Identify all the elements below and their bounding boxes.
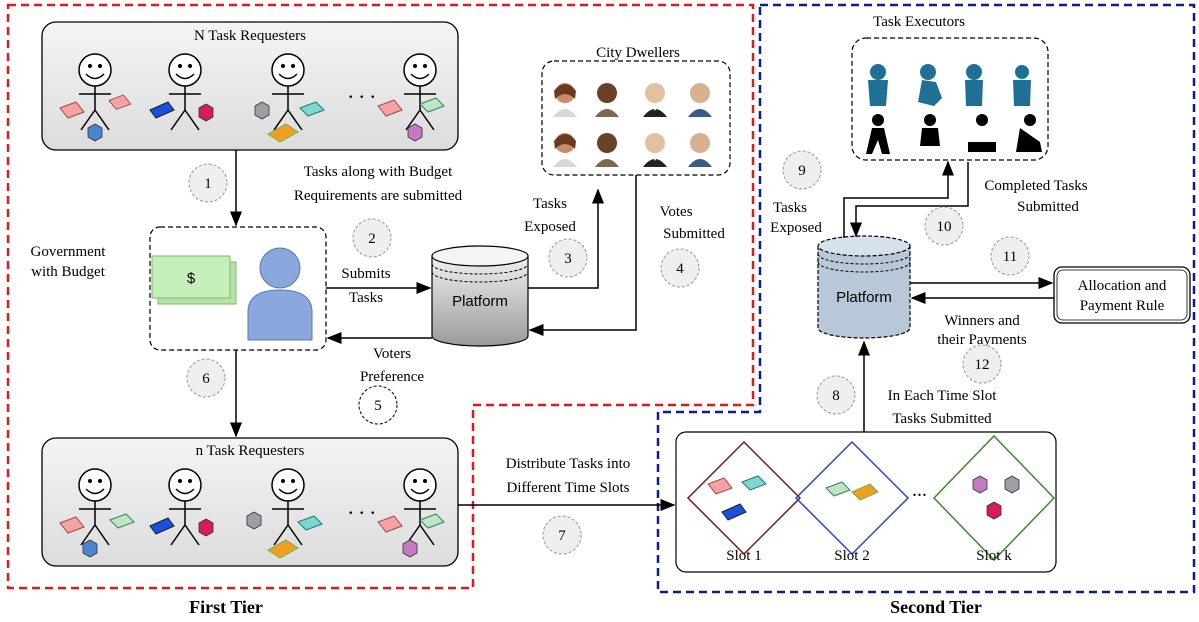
slot-1-label: Slot 1 bbox=[726, 548, 761, 564]
edge-label-1b: Requirements are submitted bbox=[294, 188, 463, 204]
edge-label-1a: Tasks along with Budget bbox=[304, 164, 453, 180]
slots-container bbox=[675, 431, 1057, 573]
edge-label-4a: Votes bbox=[659, 204, 692, 220]
citizen-icons bbox=[553, 83, 712, 167]
edge-label-8b: Tasks Submitted bbox=[892, 411, 992, 427]
slot-2-label: Slot 2 bbox=[834, 548, 869, 564]
edge-label-9b: Exposed bbox=[770, 220, 822, 236]
allocation-label-1: Allocation and bbox=[1078, 278, 1167, 294]
edge-label-10a: Completed Tasks bbox=[984, 178, 1087, 194]
step-4: 4 bbox=[676, 261, 684, 277]
money-icon: $ bbox=[151, 255, 237, 305]
government-label-1: Government bbox=[31, 244, 107, 260]
step-6: 6 bbox=[202, 371, 210, 387]
arrow-4 bbox=[528, 175, 637, 336]
edge-label-7a: Distribute Tasks into bbox=[506, 456, 631, 472]
step-3: 3 bbox=[564, 251, 572, 267]
platform-right-label: Platform bbox=[836, 289, 892, 306]
first-tier-border bbox=[6, 3, 755, 590]
n-requesters-bottom-label: n Task Requesters bbox=[196, 443, 305, 459]
task-executors-box bbox=[851, 37, 1049, 161]
executor-icons bbox=[868, 64, 1031, 106]
money-symbol: $ bbox=[187, 270, 196, 287]
edge-label-2a: Submits bbox=[341, 266, 390, 282]
slot-k-label: Slot k bbox=[976, 548, 1012, 564]
edge-label-3a: Tasks bbox=[533, 196, 567, 212]
n-requesters-top-box bbox=[41, 21, 459, 151]
edge-label-5a: Voters bbox=[373, 346, 411, 362]
government-person-icon bbox=[247, 247, 313, 341]
edges bbox=[230, 150, 1054, 511]
edge-label-8a: In Each Time Slot bbox=[888, 388, 998, 404]
allocation-inner-border bbox=[1056, 269, 1188, 321]
n-requesters-top-label: N Task Requesters bbox=[194, 28, 306, 44]
n-requesters-bottom-box bbox=[41, 437, 459, 567]
edge-label-2b: Tasks bbox=[349, 290, 383, 306]
step-2: 2 bbox=[368, 231, 376, 247]
step-9: 9 bbox=[798, 163, 806, 179]
arrow-3 bbox=[528, 188, 604, 289]
edge-label-10b: Submitted bbox=[1017, 199, 1079, 215]
allocation-label-2: Payment Rule bbox=[1080, 298, 1165, 314]
edge-label-12b: their Payments bbox=[937, 332, 1027, 348]
step-12: 12 bbox=[975, 357, 990, 373]
task-items bbox=[59, 94, 445, 143]
second-tier-border bbox=[656, 3, 1196, 594]
step-10: 10 bbox=[937, 219, 952, 235]
step-8: 8 bbox=[832, 388, 840, 404]
platform-left-node: Platform bbox=[431, 245, 529, 347]
slot-1-diamond bbox=[686, 440, 802, 556]
platform-left-label: Platform bbox=[452, 293, 508, 310]
second-tier-label: Second Tier bbox=[890, 597, 982, 617]
step-7: 7 bbox=[558, 528, 566, 544]
task-items bbox=[59, 511, 445, 559]
arrow-9 bbox=[843, 160, 954, 238]
edge-label-5b: Preference bbox=[360, 369, 424, 385]
top-ellipsis: . . . bbox=[348, 78, 376, 103]
step-markers: 1 2 3 4 5 6 7 8 9 10 11 12 bbox=[186, 150, 1030, 555]
first-tier-label: First Tier bbox=[189, 597, 263, 617]
slot-2-diamond bbox=[794, 440, 910, 556]
edge-label-3b: Exposed bbox=[524, 219, 576, 235]
slot-k-diamond bbox=[932, 434, 1056, 562]
arrow-10 bbox=[850, 162, 969, 238]
executor-icons bbox=[866, 114, 1042, 154]
step-1: 1 bbox=[204, 176, 212, 192]
edge-label-4b: Submitted bbox=[663, 226, 725, 242]
task-executors-label: Task Executors bbox=[873, 14, 965, 30]
city-dwellers-label: City Dwellers bbox=[596, 45, 680, 61]
city-dwellers-box bbox=[541, 60, 731, 176]
edge-label-12a: Winners and bbox=[944, 313, 1020, 329]
bottom-ellipsis: . . . bbox=[348, 494, 376, 519]
government-label-2: with Budget bbox=[31, 264, 106, 280]
platform-right-node: Platform bbox=[817, 235, 911, 339]
step-5: 5 bbox=[374, 398, 382, 414]
edge-label-7b: Different Time Slots bbox=[506, 480, 629, 496]
edge-label-9a: Tasks bbox=[773, 200, 807, 216]
step-11: 11 bbox=[1003, 249, 1017, 265]
slot-ellipsis: ... bbox=[912, 479, 927, 501]
allocation-box bbox=[1053, 266, 1191, 324]
